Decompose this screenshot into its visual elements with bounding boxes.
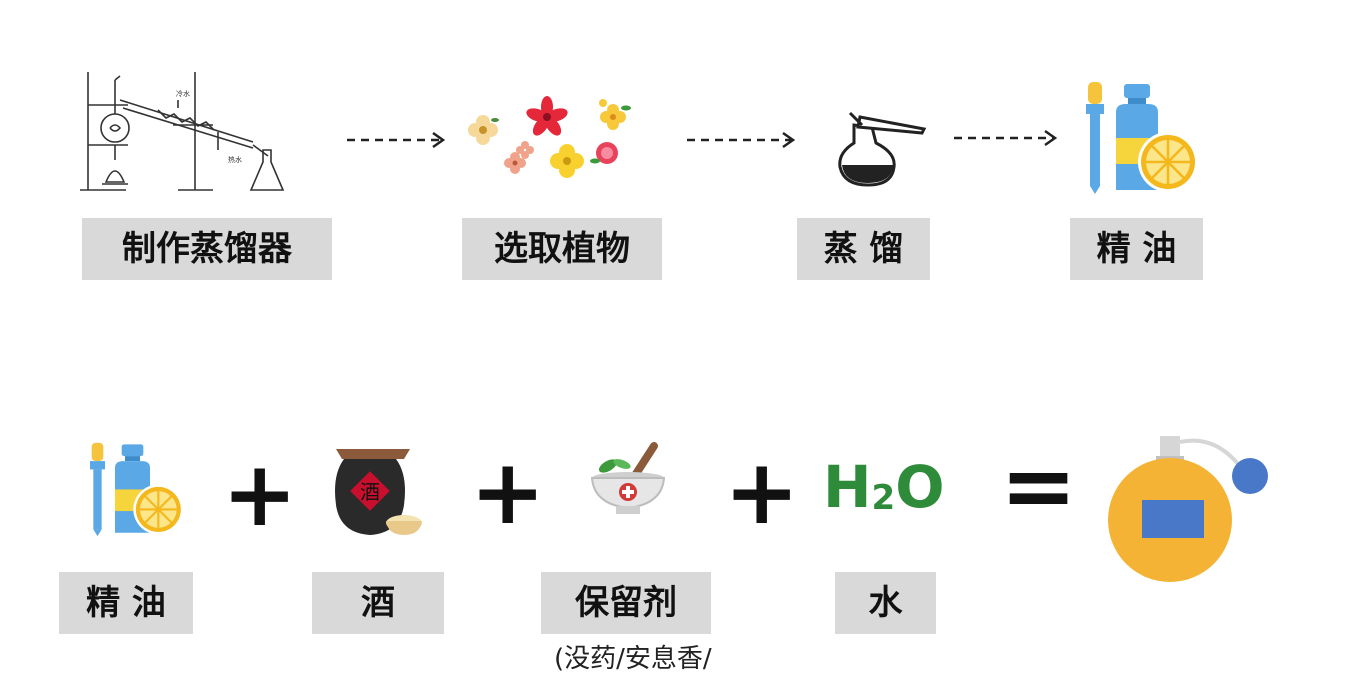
step-label-select-plants: 选取植物 — [462, 218, 662, 280]
mortar-pestle-icon — [590, 442, 666, 514]
plus-operator: + — [724, 440, 800, 545]
plus-operator: + — [470, 440, 546, 545]
formula-subscript: 2 — [871, 478, 896, 518]
retort-flask-icon — [838, 111, 927, 187]
step-label-make-distiller: 制作蒸馏器 — [82, 218, 332, 280]
perfume-bottle-icon — [1108, 436, 1268, 582]
dashed-arrow-icon — [347, 131, 446, 149]
dashed-arrow-icon — [687, 131, 796, 149]
water-formula: H2O — [823, 458, 945, 516]
flowers-icon — [468, 96, 631, 178]
fixative-note: (没药/安息香/ — [554, 644, 712, 674]
formula-h: H — [823, 453, 872, 521]
wine-jar-icon: 酒 — [335, 449, 422, 535]
essential-oil-bottle-icon — [90, 442, 184, 537]
formula-o: O — [895, 453, 945, 521]
step-label-essential-oil: 精 油 — [1070, 218, 1203, 280]
equals-operator: = — [1000, 432, 1078, 539]
ingredient-label-essential-oil: 精 油 — [59, 572, 193, 634]
plus-operator: + — [222, 442, 298, 547]
apparatus-mark-cold: 冷水 — [176, 89, 190, 98]
distillation-apparatus-icon: 冷水 热水 — [80, 72, 285, 191]
dashed-arrow-icon — [954, 129, 1058, 147]
apparatus-mark-hot: 热水 — [228, 155, 242, 164]
ingredient-label-wine: 酒 — [312, 572, 444, 634]
ingredient-label-fixative: 保留剂 — [541, 572, 711, 634]
step-label-distill: 蒸 馏 — [797, 218, 930, 280]
ingredient-label-water: 水 — [835, 572, 936, 634]
essential-oil-bottle-icon — [1086, 82, 1198, 194]
wine-jar-text: 酒 — [360, 480, 380, 504]
